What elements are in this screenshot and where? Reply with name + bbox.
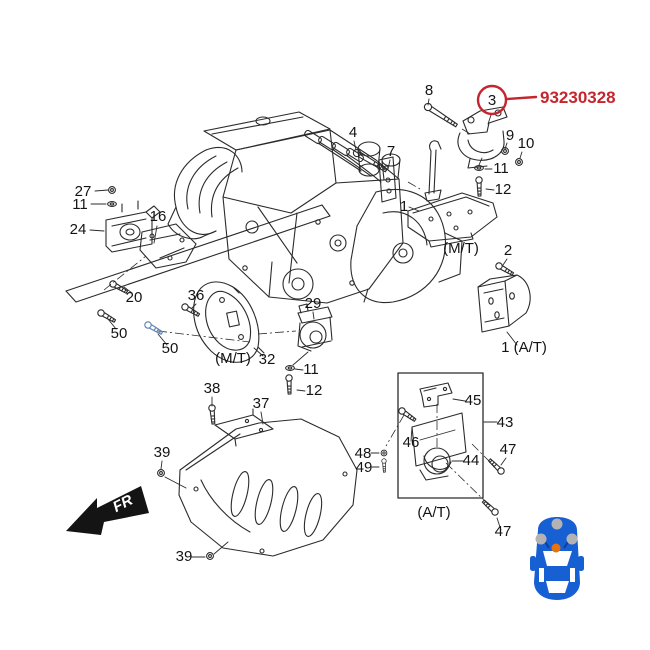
callout-11-left: 11 xyxy=(72,196,88,213)
section-mt-mid: (M/T) xyxy=(215,350,251,367)
arrow-shape xyxy=(66,486,149,535)
callout-9: 9 xyxy=(506,127,514,144)
car-part-location-marker xyxy=(551,543,561,553)
callout-38: 38 xyxy=(204,380,221,397)
car-location-icon xyxy=(530,517,584,600)
section-labels: (M/T) (M/T) (A/T) 1 (A/T) xyxy=(215,240,547,521)
highlight-circle xyxy=(476,84,508,116)
callout-44: 44 xyxy=(463,452,480,469)
link-rod xyxy=(424,140,442,202)
mount-3-highlighted-part xyxy=(457,106,508,169)
callout-45: 45 xyxy=(465,392,482,409)
bolt-49 xyxy=(381,458,388,473)
nut-39-lower xyxy=(206,552,214,560)
callout-47-lower: 47 xyxy=(495,523,512,540)
callout-32: 32 xyxy=(259,351,276,368)
car-windshield xyxy=(543,551,572,566)
car-rear-window xyxy=(546,581,569,593)
callout-37: 37 xyxy=(253,395,270,412)
at-mount-box xyxy=(397,372,484,499)
section-mt-top: (M/T) xyxy=(443,240,479,257)
bolt-50-highlighted xyxy=(143,320,165,337)
callout-49: 49 xyxy=(356,459,373,476)
bolt-12-top xyxy=(475,176,484,197)
front-mount-24 xyxy=(105,200,161,253)
callout-39-upper: 39 xyxy=(154,444,171,461)
nut-39-upper xyxy=(157,469,165,477)
callout-39-lower: 39 xyxy=(176,548,193,565)
car-mount-dot-left xyxy=(535,533,547,545)
part-number-text: 93230328 xyxy=(540,88,616,107)
car-mirror-left xyxy=(530,556,536,571)
callout-4: 4 xyxy=(349,124,357,141)
callout-50-left: 50 xyxy=(111,325,128,342)
leader-lines xyxy=(89,98,523,558)
section-at-bracket: 1 (A/T) xyxy=(501,339,547,356)
callout-11-mid: 11 xyxy=(303,361,319,378)
car-mount-dot-right xyxy=(566,533,578,545)
nut-27 xyxy=(108,186,116,194)
callout-46: 46 xyxy=(403,434,420,451)
bolt-12-mid xyxy=(285,374,294,395)
callout-12-mid: 12 xyxy=(306,382,323,399)
fr-direction-arrow: FR xyxy=(66,486,149,535)
bracket-1-at xyxy=(477,274,531,333)
washer-11-mid xyxy=(285,365,295,371)
bolt-8 xyxy=(422,101,460,130)
callout-3: 3 xyxy=(488,92,496,109)
callout-labels: 27 11 24 16 20 50 50 36 38 37 39 39 32 2… xyxy=(70,82,535,565)
fasteners xyxy=(96,101,523,560)
callout-12-top: 12 xyxy=(495,181,512,198)
callout-7: 7 xyxy=(387,143,395,160)
car-mount-dot-top xyxy=(551,518,563,530)
nut-48 xyxy=(380,449,388,457)
splash-shield-37 xyxy=(178,418,358,557)
part-highlight: 3 93230328 xyxy=(476,84,616,116)
callout-24: 24 xyxy=(70,221,87,238)
at-mount-44 xyxy=(419,447,452,481)
bolt-47-lower xyxy=(480,498,501,518)
bracket-1-mt xyxy=(407,192,498,248)
callout-48: 48 xyxy=(355,445,372,462)
section-at-box: (A/T) xyxy=(417,504,450,521)
callout-2: 2 xyxy=(504,242,512,259)
callout-8: 8 xyxy=(425,82,433,99)
car-window-right xyxy=(570,568,575,582)
callout-10: 10 xyxy=(518,135,535,152)
bolt-50-left xyxy=(96,308,118,325)
callout-11-top: 11 xyxy=(493,160,509,177)
at-plate xyxy=(411,412,467,467)
car-window-left xyxy=(539,568,544,582)
mt-bracket-32 xyxy=(193,281,265,363)
highlight-line xyxy=(505,95,538,101)
callout-27: 27 xyxy=(75,183,92,200)
shield-plate xyxy=(214,408,274,447)
bolt-2 xyxy=(494,261,516,278)
callout-36: 36 xyxy=(188,287,205,304)
callout-50-right: 50 xyxy=(162,340,179,357)
callout-29: 29 xyxy=(305,295,322,312)
callout-16: 16 xyxy=(150,208,167,225)
callout-47-upper: 47 xyxy=(500,441,517,458)
at-mount-45 xyxy=(419,382,453,408)
callout-43: 43 xyxy=(497,414,514,431)
washer-11-left xyxy=(107,201,117,207)
car-mirror-right xyxy=(578,556,584,571)
bolt-47-upper xyxy=(486,457,507,477)
bolt-36 xyxy=(180,302,202,319)
bracket-16 xyxy=(139,223,197,269)
rear-mount-29 xyxy=(297,303,333,352)
callout-1-mt: 1 xyxy=(400,198,408,215)
bolt-38 xyxy=(207,403,218,425)
callout-20: 20 xyxy=(126,289,143,306)
nut-10 xyxy=(515,158,523,166)
